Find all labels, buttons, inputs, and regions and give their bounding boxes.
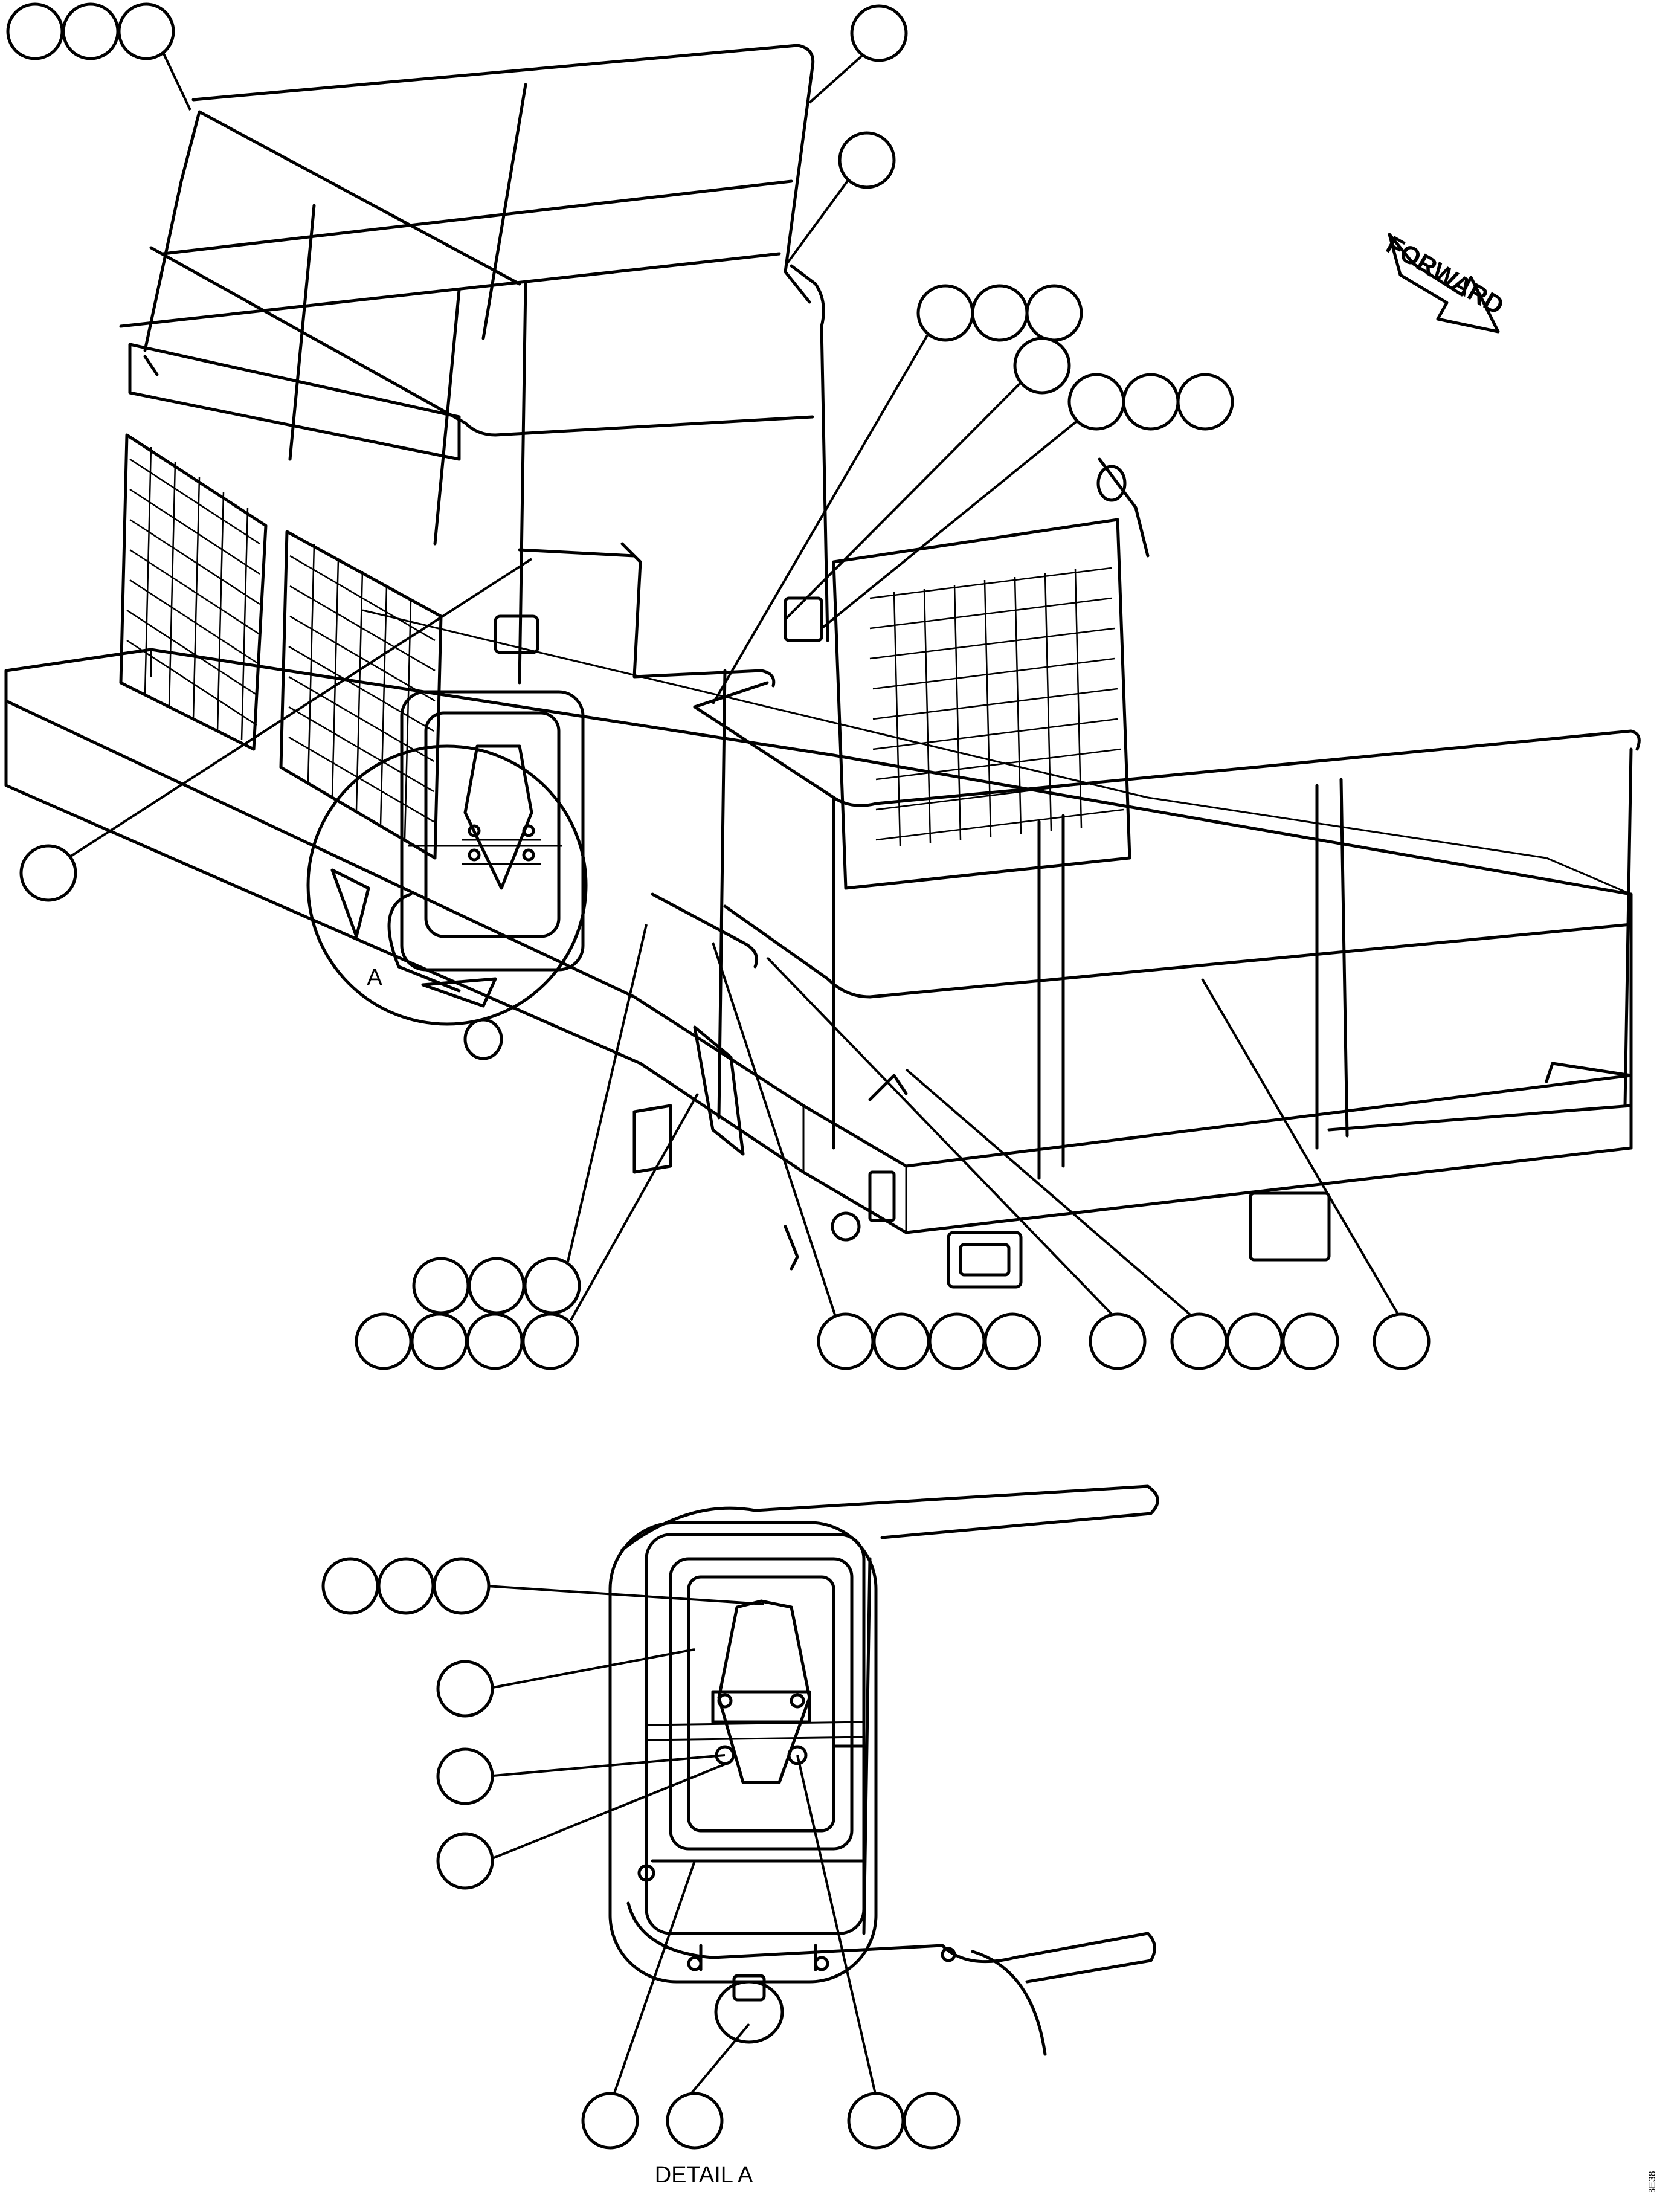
callout-balloon — [850, 4, 908, 62]
callout-balloon — [1373, 1312, 1431, 1370]
callout-balloon — [1170, 1312, 1228, 1370]
callout-balloon — [838, 131, 896, 189]
callout-balloon — [521, 1312, 579, 1370]
callout-balloon — [971, 284, 1029, 342]
leader-lines-detail — [486, 1585, 877, 2098]
guard-panels-left — [119, 343, 461, 860]
main-view: FORWARD A — [4, 2, 1641, 1370]
callout-balloons-main — [6, 2, 1431, 1370]
callout-balloon — [19, 844, 77, 902]
callout-balloon — [903, 2092, 961, 2150]
rear-railing — [119, 44, 829, 685]
callout-balloon — [6, 2, 64, 60]
callout-balloon — [355, 1312, 413, 1370]
guard-panel-right — [832, 457, 1150, 890]
callout-balloon — [1176, 373, 1234, 431]
callout-balloon — [1089, 1312, 1147, 1370]
view-letter: A — [367, 965, 382, 990]
callout-balloon — [1013, 337, 1071, 395]
callout-balloon — [1025, 284, 1083, 342]
callout-balloon — [1281, 1312, 1339, 1370]
callout-balloon — [1122, 373, 1180, 431]
callout-balloon — [436, 1747, 494, 1805]
callout-balloon — [523, 1257, 581, 1315]
callout-balloon — [468, 1257, 526, 1315]
callout-balloon — [377, 1557, 435, 1615]
grid-mesh-right — [869, 567, 1124, 846]
callout-balloon — [436, 1832, 494, 1890]
callout-balloon — [581, 2092, 639, 2150]
detail-a-circle — [306, 690, 588, 1060]
leader-lines-main — [62, 42, 1403, 1321]
detail-caption: DETAIL A — [655, 2162, 753, 2188]
figure-number: 8E38 — [1647, 2171, 1658, 2192]
callout-balloon — [1226, 1312, 1284, 1370]
callout-balloon — [916, 284, 974, 342]
callout-balloon — [412, 1257, 470, 1315]
callout-balloon — [433, 1557, 491, 1615]
platform-deck — [4, 609, 1633, 1234]
center-post-assembly — [494, 542, 1633, 1289]
callout-balloon — [410, 1312, 468, 1370]
callout-balloon — [436, 1660, 494, 1718]
grid-mesh-left — [126, 446, 436, 840]
callout-balloon — [62, 2, 120, 60]
callout-balloon — [1067, 373, 1125, 431]
callout-balloon — [847, 2092, 905, 2150]
callout-balloon — [872, 1312, 930, 1370]
callout-balloon — [117, 2, 175, 60]
forward-arrow: FORWARD — [1382, 230, 1509, 334]
callout-balloon — [666, 2092, 724, 2150]
callout-balloons-detail — [321, 1557, 961, 2150]
detail-a-view: DETAIL A — [321, 1484, 1159, 2188]
callout-balloon — [983, 1312, 1041, 1370]
callout-balloon — [466, 1312, 524, 1370]
front-railing — [693, 669, 1641, 1180]
callout-balloon — [928, 1312, 986, 1370]
callout-balloon — [817, 1312, 875, 1370]
callout-balloon — [321, 1557, 379, 1615]
